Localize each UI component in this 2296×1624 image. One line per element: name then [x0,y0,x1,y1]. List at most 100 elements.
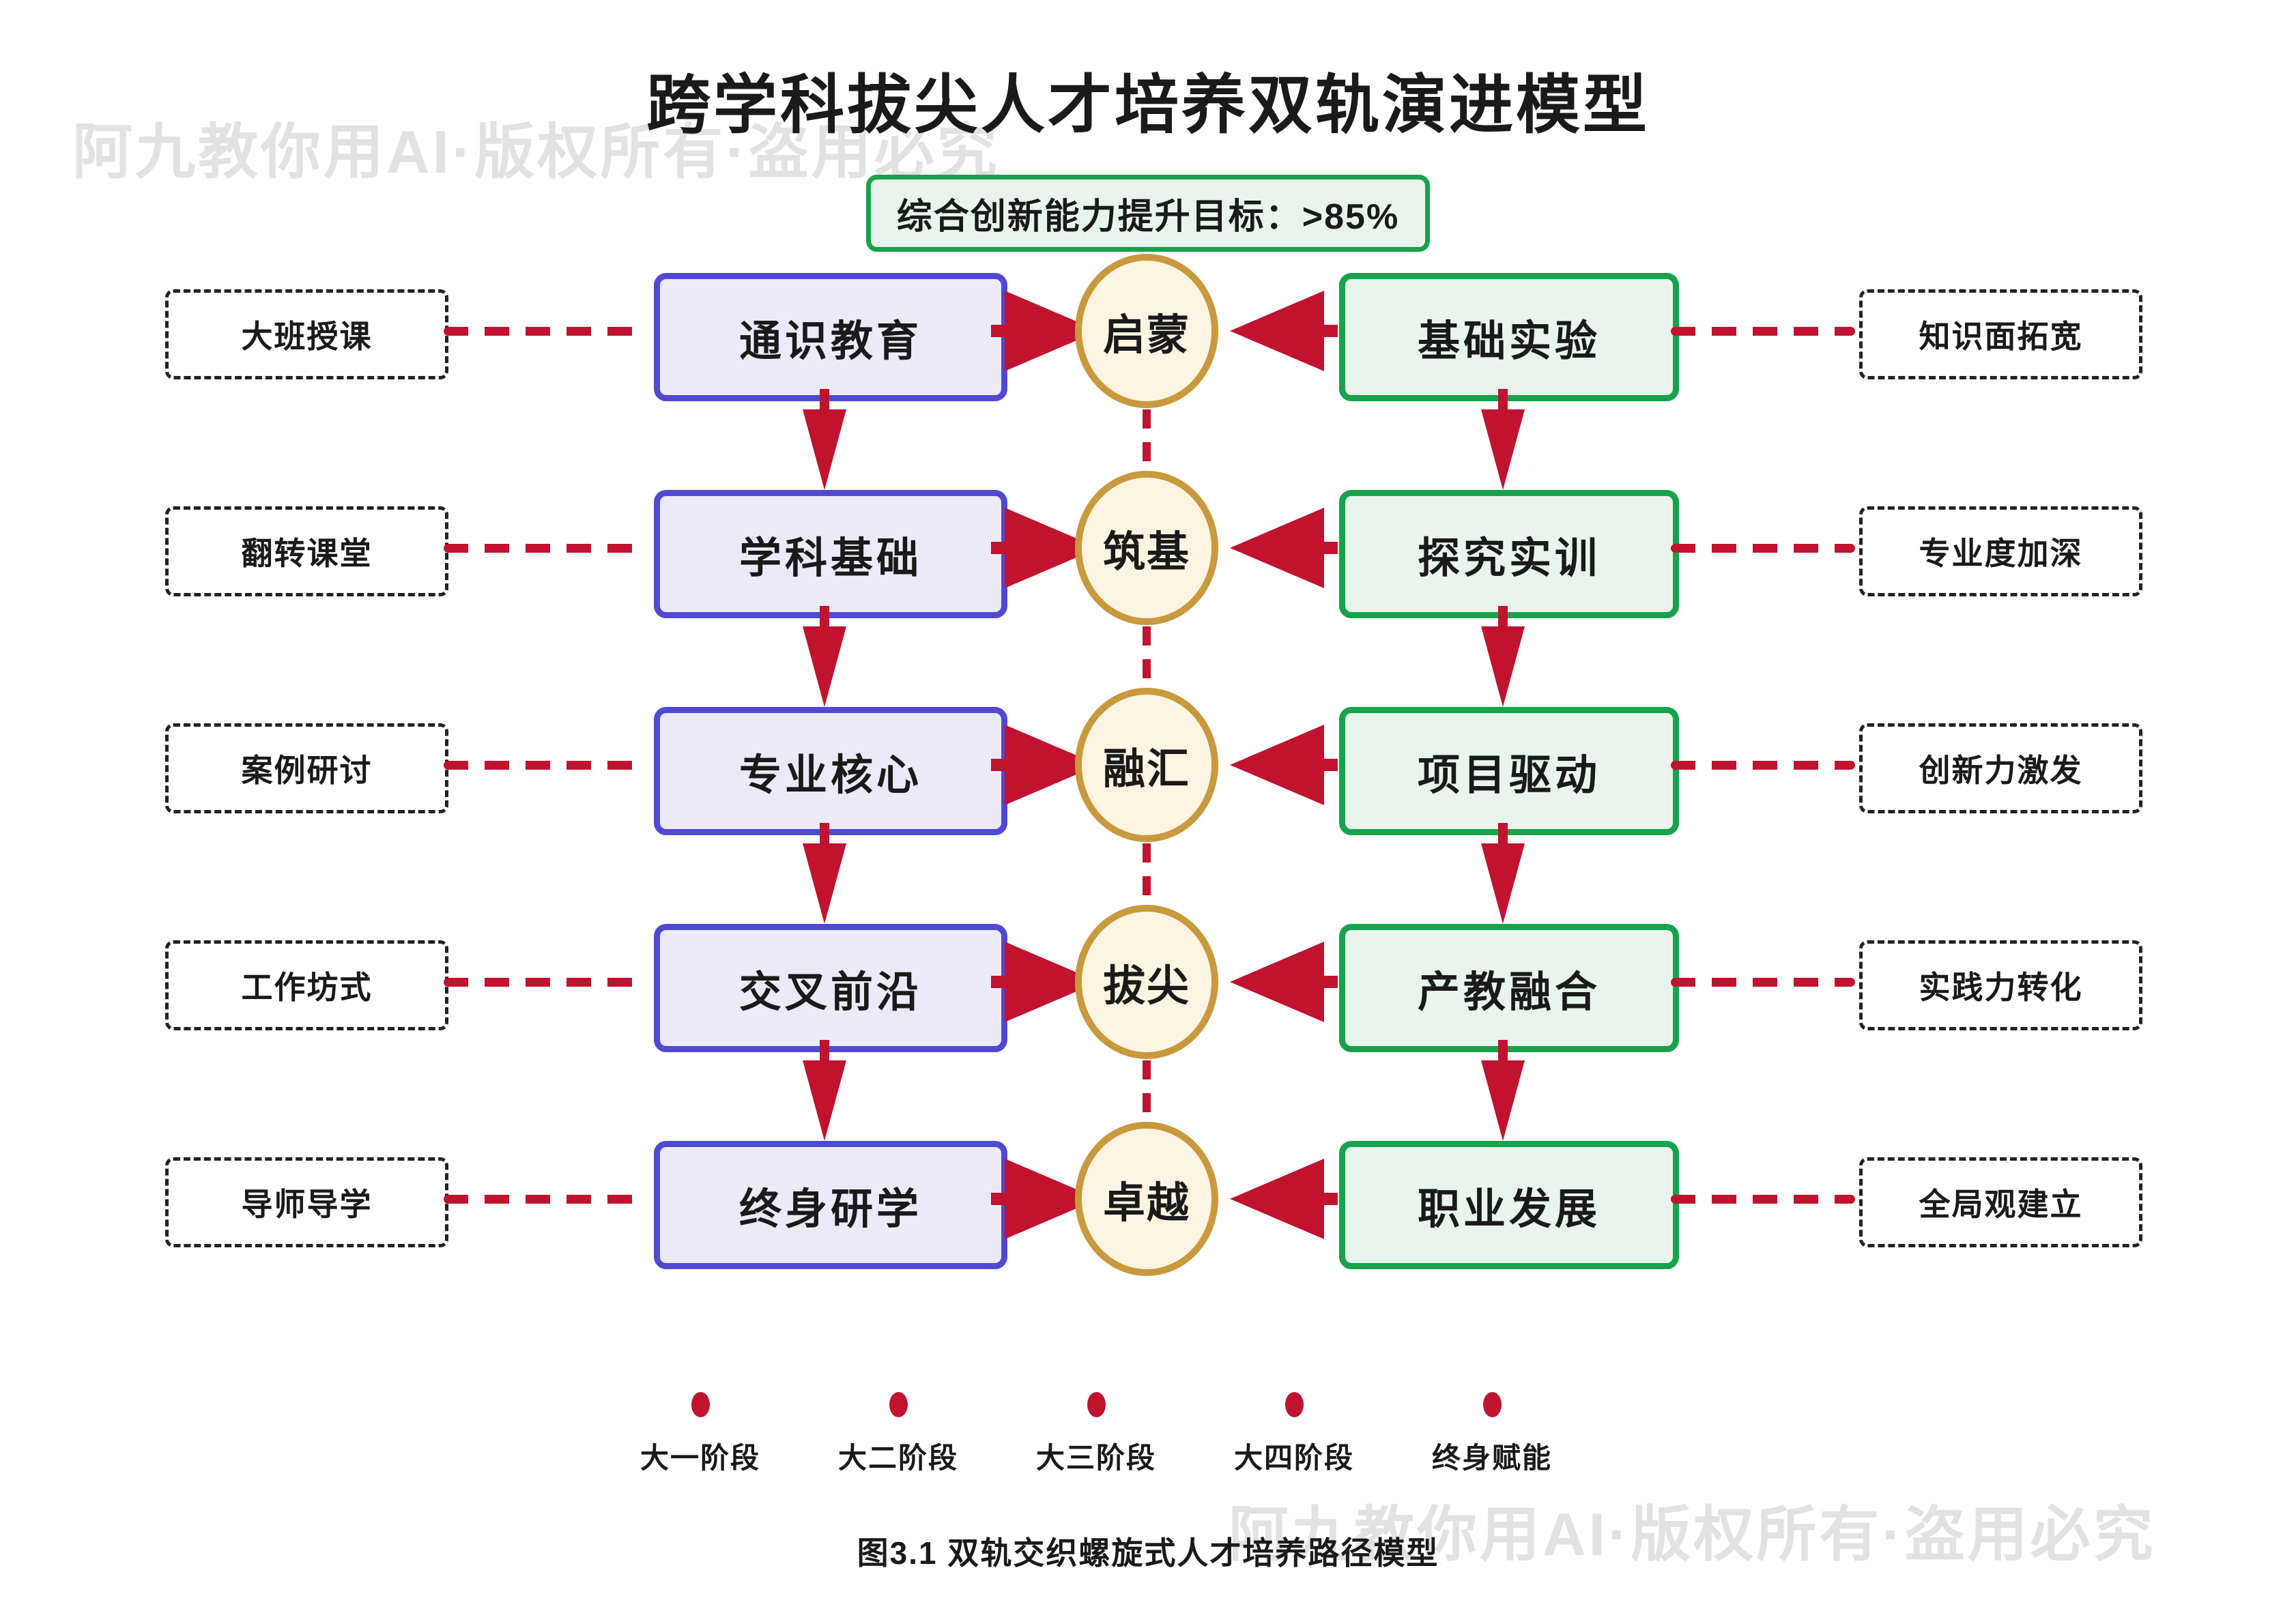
track-b-label: 基础实验 [1417,318,1601,365]
dashed-connector-horizontal [1671,1195,1855,1204]
legend-dot-icon [1285,1392,1304,1417]
track-a-label: 学科基础 [738,535,922,582]
stage-circle: 融汇 [1075,688,1218,842]
connector-row-4 [0,1040,2296,1141]
dashed-connector-horizontal [1671,978,1855,987]
arrow-left-icon [1230,725,1338,805]
stage-circle: 拔尖 [1075,905,1218,1059]
arrow-left-icon [1230,942,1338,1022]
arrow-right-icon [991,1159,1099,1239]
method-label: 工作坊式 [241,970,373,1005]
connector-row-1 [0,389,2296,490]
arrow-down-icon [1481,389,1525,490]
track-a-box: 交叉前沿 [654,924,1007,1052]
outcome-box: 专业度加深 [1859,506,2142,596]
row-4: 工作坊式 交叉前沿 拔尖 产教融合 实践力转化 [0,905,2296,1059]
track-a-label: 交叉前沿 [738,969,922,1016]
connector-row-2 [0,606,2296,707]
dashed-connector-vertical [1143,1060,1151,1120]
legend-label: 大三阶段 [1035,1442,1156,1474]
goal-badge: 综合创新能力提升目标：>85% [865,175,1431,252]
track-a-label: 终身研学 [738,1186,922,1233]
track-b-box: 探究实训 [1339,490,1679,618]
stage-label: 启蒙 [1102,312,1190,359]
arrow-right-icon [991,508,1099,588]
watermark-top: 阿九教你用AI·版权所有·盗用必究 [72,118,1000,186]
arrow-right-icon [991,725,1099,805]
method-label: 案例研讨 [241,753,373,788]
outcome-box: 创新力激发 [1859,723,2142,813]
legend-dot-icon [1482,1392,1502,1417]
outcome-label: 知识面拓宽 [1919,319,2083,354]
outcome-label: 创新力激发 [1919,753,2083,788]
method-box: 大班授课 [165,289,448,379]
legend-dot-icon [1087,1392,1106,1417]
outcome-label: 实践力转化 [1919,970,2083,1005]
method-box: 翻转课堂 [165,506,448,596]
outcome-label: 专业度加深 [1919,536,2083,571]
legend: 大一阶段 大二阶段 大三阶段 大四阶段 终身赋能 [0,1392,2192,1477]
dashed-connector-horizontal [444,327,648,336]
dashed-connector-horizontal [1671,327,1855,336]
track-a-box: 终身研学 [654,1141,1007,1269]
arrow-right-icon [991,291,1099,371]
track-a-label: 通识教育 [738,318,922,365]
legend-item: 大二阶段 [799,1392,997,1477]
dashed-connector-horizontal [444,761,648,770]
outcome-box: 知识面拓宽 [1859,289,2142,379]
method-label: 翻转课堂 [241,536,373,571]
dashed-connector-horizontal [444,1195,648,1204]
dashed-connector-vertical [1143,626,1151,686]
track-b-label: 职业发展 [1417,1186,1601,1233]
legend-item: 大三阶段 [997,1392,1195,1477]
outcome-box: 全局观建立 [1859,1157,2142,1247]
figure-caption: 图3.1 双轨交织螺旋式人才培养路径模型 [857,1535,1439,1571]
connector-row-3 [0,823,2296,924]
stage-circle: 卓越 [1075,1122,1218,1276]
legend-label: 大一阶段 [640,1442,760,1474]
track-a-box: 学科基础 [654,490,1007,618]
dashed-connector-horizontal [1671,544,1855,553]
row-1: 大班授课 通识教育 启蒙 基础实验 知识面拓宽 [0,254,2296,408]
dashed-connector-vertical [1143,843,1151,903]
dashed-connector-vertical [1143,409,1151,469]
legend-label: 终身赋能 [1431,1442,1552,1474]
track-b-box: 基础实验 [1339,273,1679,401]
page-title: 跨学科拔尖人才培养双轨演进模型 [646,69,1650,141]
arrow-down-icon [803,823,846,924]
legend-label: 大四阶段 [1233,1442,1354,1474]
method-box: 案例研讨 [165,723,448,813]
stage-label: 融汇 [1102,746,1190,793]
track-a-label: 专业核心 [738,752,922,799]
track-a-box: 通识教育 [654,273,1007,401]
arrow-down-icon [803,389,846,490]
dashed-connector-horizontal [444,544,648,553]
outcome-label: 全局观建立 [1919,1187,2083,1222]
row-5: 导师导学 终身研学 卓越 职业发展 全局观建立 [0,1122,2296,1276]
arrow-left-icon [1230,1159,1338,1239]
goal-badge-wrap: 综合创新能力提升目标：>85% [0,175,2296,252]
track-b-box: 项目驱动 [1339,707,1679,835]
method-label: 大班授课 [241,319,373,354]
legend-item: 大一阶段 [601,1392,799,1477]
dashed-connector-horizontal [1671,761,1855,770]
legend-label: 大二阶段 [837,1442,958,1474]
arrow-down-icon [803,606,846,707]
arrow-left-icon [1230,291,1338,371]
arrow-down-icon [1481,606,1525,707]
arrow-down-icon [803,1040,846,1141]
track-b-label: 项目驱动 [1417,752,1601,799]
arrow-right-icon [991,942,1099,1022]
legend-dot-icon [889,1392,908,1417]
track-b-box: 职业发展 [1339,1141,1679,1269]
row-2: 翻转课堂 学科基础 筑基 探究实训 专业度加深 [0,471,2296,625]
arrow-down-icon [1481,823,1525,924]
dashed-connector-horizontal [444,978,648,987]
track-b-label: 产教融合 [1417,969,1601,1016]
method-label: 导师导学 [241,1187,373,1222]
stage-label: 卓越 [1102,1180,1190,1227]
stage-circle: 筑基 [1075,471,1218,625]
row-3: 案例研讨 专业核心 融汇 项目驱动 创新力激发 [0,688,2296,842]
method-box: 工作坊式 [165,940,448,1030]
